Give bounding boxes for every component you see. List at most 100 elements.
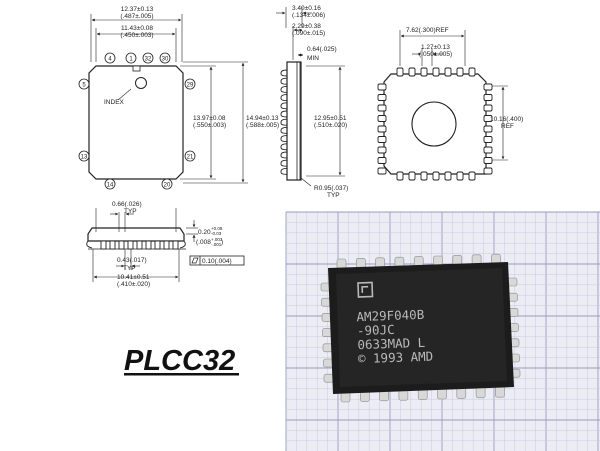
svg-text:4: 4	[108, 57, 112, 63]
bottom-view-lead-top	[432, 67, 440, 77]
pin-marker-30: 30	[159, 52, 171, 64]
span-inch-label: (.410±.020)	[117, 281, 150, 288]
side-lead	[280, 159, 288, 167]
thickness-label: 0.20	[198, 229, 211, 236]
index-mark	[135, 77, 147, 89]
bottom-view-lead-left	[377, 115, 387, 122]
standoff-inch-label: (.090±.015)	[292, 30, 325, 37]
height-label: 3.40±0.16	[292, 5, 321, 12]
thickness-tol-minus-label: -0.03	[211, 231, 222, 236]
amd-logo	[357, 281, 374, 298]
top-view-labels: 12.37±0.13 (.487±.005) 11.43±0.08 (.450±…	[104, 6, 279, 129]
chip-photo: AM29F040B -90JC 0633MAD L © 1993 AMD	[285, 211, 600, 451]
front-view-lead	[163, 240, 170, 250]
span-label: 10.41±0.51	[117, 274, 150, 281]
chip-top-bevel	[336, 268, 507, 387]
chip-speed-grade: -90JC	[357, 322, 395, 338]
bottom-view-lead-right	[483, 115, 493, 122]
chip-lot-code: 0633MAD L	[357, 335, 425, 352]
bottom-view-lead-top	[444, 67, 452, 77]
chip-part-number: AM29F040B	[356, 307, 424, 324]
bottom-view-lead-left	[377, 167, 387, 175]
side-lead	[280, 167, 288, 175]
pin-marker-4: 4	[104, 52, 116, 64]
side-lead	[280, 143, 288, 151]
side-lead	[280, 118, 288, 126]
bottom-view-labels: 7.62(.300)REF 1.27±0.13 (.050±.005) 10.1…	[406, 27, 523, 130]
pin-marker-21: 21	[184, 150, 196, 162]
pin-marker-13: 13	[78, 150, 90, 162]
side-lead	[280, 77, 288, 85]
lead-foot-label: 0.43(.017)	[117, 257, 147, 264]
pitch-ref-label: 7.62(.300)REF	[406, 27, 449, 34]
side-lead	[280, 126, 288, 134]
front-view-lead	[145, 240, 152, 250]
pitch-label: 1.27±0.13	[421, 44, 450, 51]
thickness-inch-close-label: )	[221, 239, 223, 246]
thickness-inch-tol-plus-label: +.003	[211, 237, 223, 242]
bottom-view-lead-left	[377, 157, 387, 164]
svg-text:13: 13	[81, 155, 88, 161]
lead-span-label: 12.95±0.51	[314, 115, 347, 122]
radius-label: R0.95(.037)	[314, 185, 348, 192]
bottom-view-lead-right	[483, 83, 493, 91]
width-body-inch-label: (.450±.003)	[120, 32, 153, 39]
pitch-inch-label: (.050±.005)	[419, 51, 452, 58]
bottom-view-lead-right	[483, 136, 493, 143]
svg-text:30: 30	[162, 57, 169, 63]
front-view-lead	[172, 240, 179, 250]
pin-marker-20: 20	[161, 178, 173, 190]
title-underline	[124, 373, 239, 376]
bottom-view-lead-bottom	[420, 171, 428, 181]
thickness-inch-tol-minus-label: -.001	[211, 242, 222, 247]
bottom-view-lead-left	[377, 146, 387, 154]
min-clearance-label: 0.64(.025)	[307, 46, 337, 53]
front-view-leads	[100, 240, 179, 250]
coplanarity-frame	[189, 255, 245, 266]
standoff-label: 2.29±0.38	[292, 23, 321, 30]
thickness-inch-label: (.008	[196, 239, 211, 246]
pin-marker-29: 29	[184, 78, 196, 90]
height-ref-label: 10.16(.400)	[490, 116, 523, 123]
side-lead	[280, 85, 288, 93]
bottom-view-lead-top	[420, 67, 428, 77]
height-outer-inch-label: (.588±.005)	[246, 122, 279, 129]
side-lead	[280, 135, 288, 143]
svg-text:5: 5	[82, 83, 86, 89]
photo-lead-bottom	[475, 386, 486, 399]
pin-number-markers: 4 1 32 30 5 29 13 21 14 20	[78, 52, 196, 190]
front-view-lead	[118, 240, 125, 250]
side-lead	[280, 69, 288, 77]
height-body-inch-label: (.550±.003)	[193, 122, 226, 129]
bottom-view-lead-right	[483, 146, 493, 154]
width-body-label: 11.43±0.08	[121, 25, 153, 32]
pin-marker-1: 1	[125, 52, 137, 64]
pin1-notch	[132, 65, 141, 72]
min-label: MIN	[307, 55, 319, 62]
bottom-view-leads	[377, 67, 493, 181]
width-outer-inch-label: (.487±.005)	[120, 13, 153, 20]
side-lead	[280, 151, 288, 159]
height-outer-label: 14.94±0.13	[246, 115, 279, 122]
front-view-lead	[136, 240, 143, 250]
bottom-view-lead-right	[483, 125, 493, 133]
bottom-view-lead-bottom	[408, 171, 416, 181]
front-view-labels: 0.66(.026) TYP 0.20 +0.08 -0.03 (.008 +.…	[112, 201, 232, 288]
svg-text:14: 14	[107, 183, 114, 189]
package-title: PLCC32	[124, 345, 235, 377]
svg-text:32: 32	[145, 57, 152, 63]
lead-width-typ-label: TYP	[124, 208, 137, 215]
bottom-view-lead-bottom	[432, 171, 440, 181]
side-lead	[280, 94, 288, 102]
bottom-view-lead-left	[377, 83, 387, 91]
bottom-view-lead-right	[483, 157, 493, 164]
bottom-view-lead-bottom	[468, 171, 476, 181]
pin-marker-32: 32	[142, 52, 154, 64]
coplanarity-label: 0.10(.004)	[202, 258, 232, 265]
bottom-view-lead-top	[468, 67, 476, 77]
bottom-view-lead-top	[408, 67, 416, 77]
bottom-view-lead-right	[483, 94, 493, 101]
bottom-view-lead-left	[377, 94, 387, 101]
bottom-view-lead-left	[377, 125, 387, 133]
